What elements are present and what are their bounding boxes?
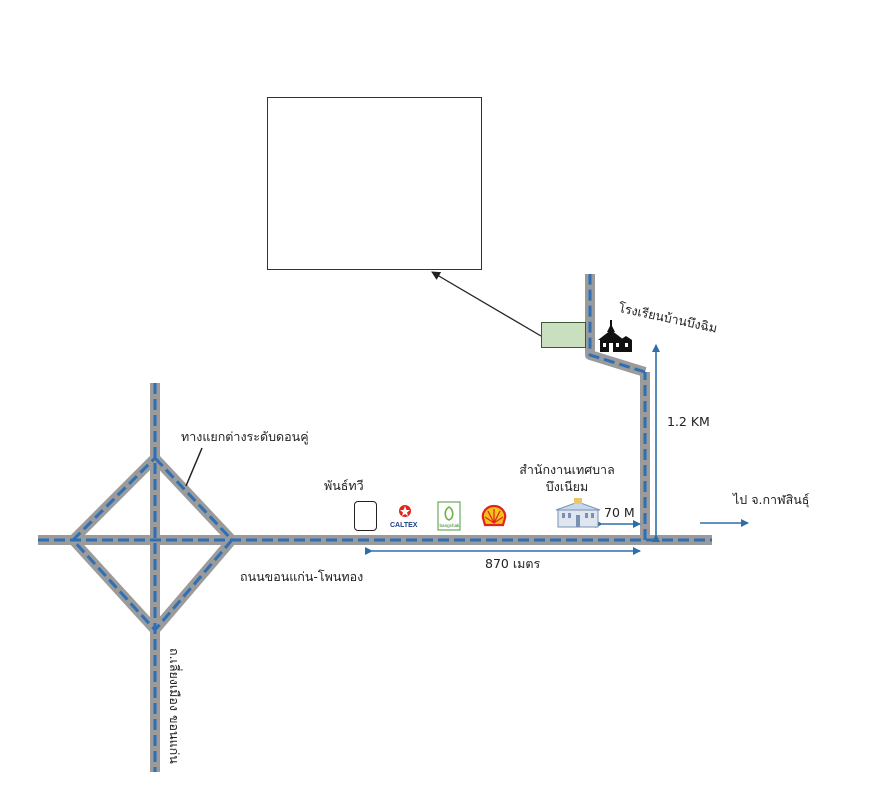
label-road-chiangyuen: ถ.เลี่ยงเมือง ขอนแก่น — [167, 648, 182, 764]
destination-marker-box — [541, 322, 586, 348]
shell-logo — [481, 504, 507, 527]
caltex-logo-text: CALTEX — [390, 522, 418, 529]
blank-location-box — [267, 97, 482, 270]
label-pantip: พันธ์ทวี — [324, 478, 364, 493]
label-municipal-line1: สำนักงานเทศบาล — [519, 462, 615, 477]
label-870m: 870 เมตร — [485, 556, 541, 571]
label-road-khonkaen-phonthong: ถนนขอนแก่น-โพนทอง — [240, 569, 364, 584]
label-to-kalasin: ไป จ.กาฬสินธุ์ — [733, 492, 810, 507]
school-icon — [598, 320, 632, 352]
pantip-marker — [354, 501, 377, 531]
bangchak-logo: bangchak — [437, 501, 461, 531]
label-municipal-line2: บึงเนียม — [545, 479, 589, 494]
locator-arrow — [431, 271, 542, 337]
caltex-logo: CALTEX — [390, 505, 418, 529]
interchange-callout — [185, 447, 203, 487]
bangchak-logo-text: bangchak — [440, 523, 461, 528]
label-70m: 70 M — [604, 505, 635, 520]
label-1-2km: 1.2 KM — [667, 414, 710, 429]
road-dashes — [38, 274, 712, 772]
label-interchange: ทางแยกต่างระดับดอนคู่ — [181, 429, 309, 444]
municipal-building-icon — [555, 498, 601, 528]
